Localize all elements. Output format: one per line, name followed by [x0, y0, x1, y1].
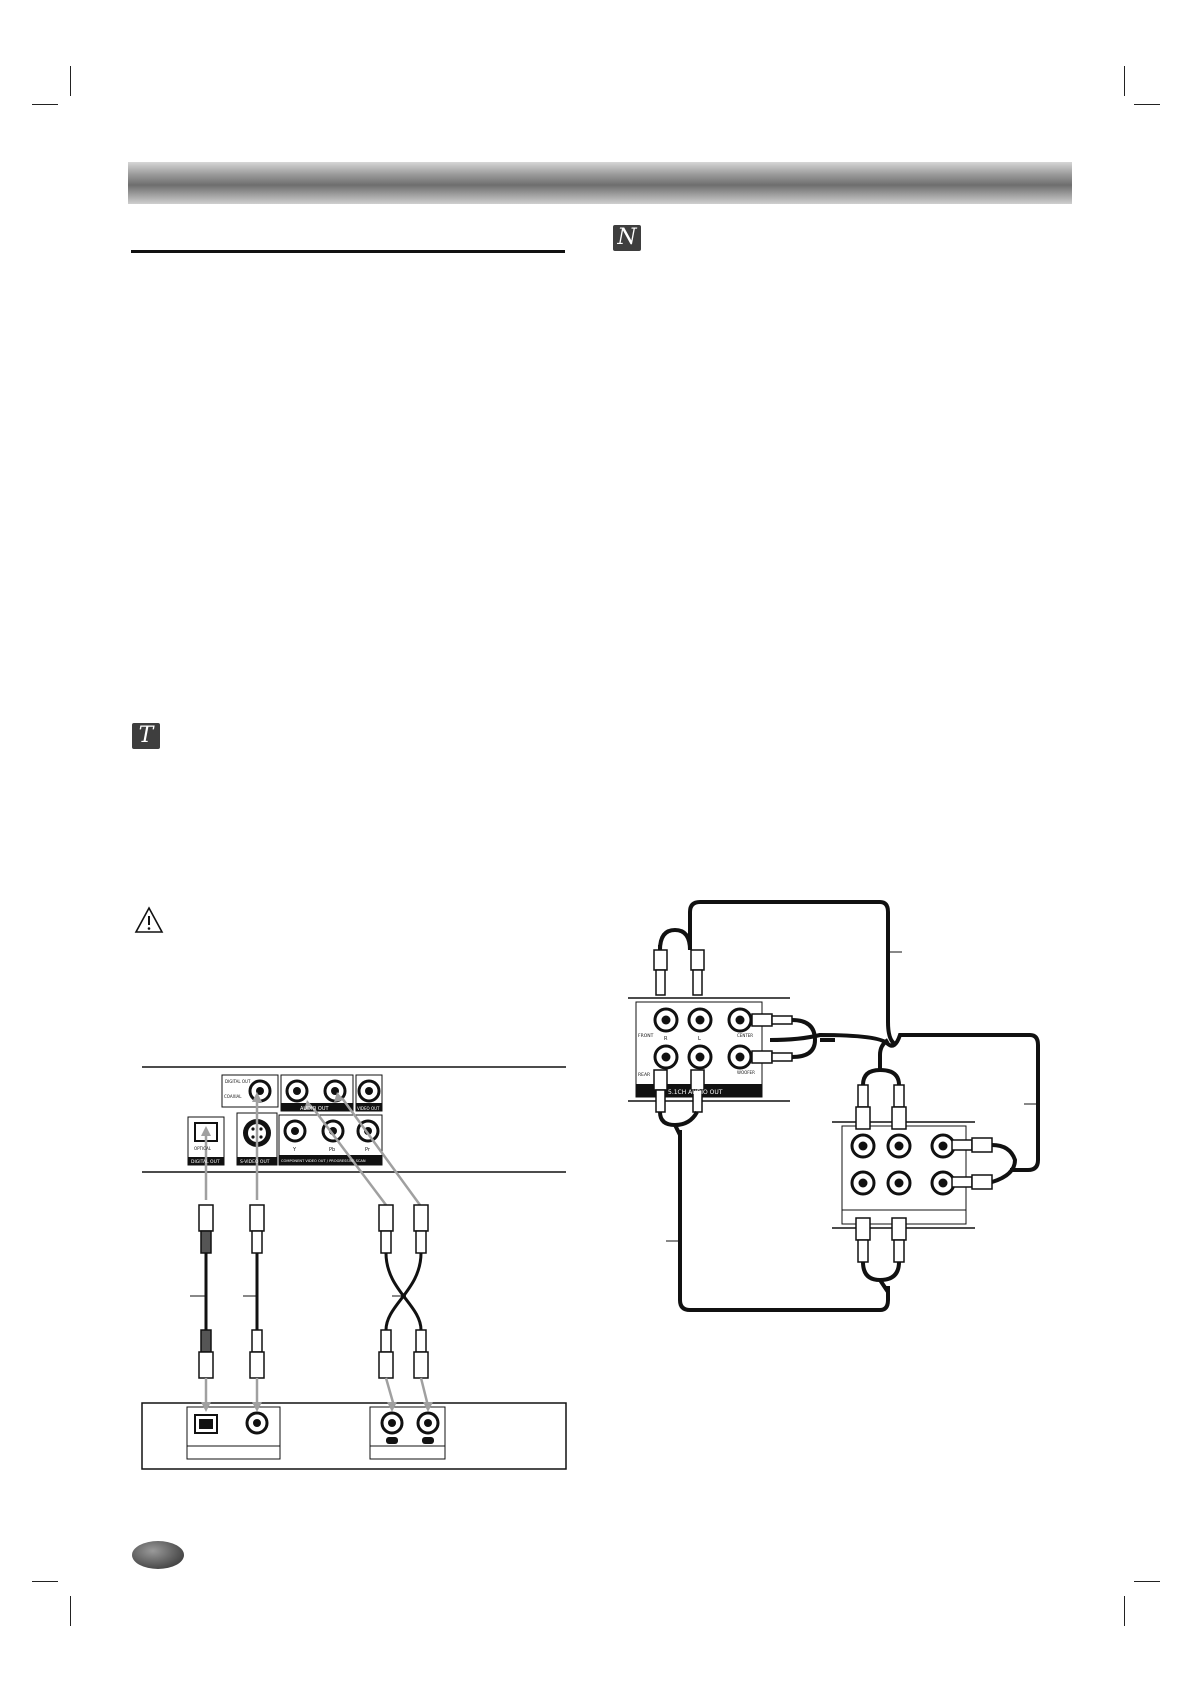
l-label: L: [698, 1036, 701, 1042]
component-out-label: COMPONENT VIDEO OUT / PROGRESSIVE SCAN: [281, 1159, 366, 1163]
audio-out-label: AUDIO OUT: [300, 1106, 330, 1112]
component-pb-label: Pb: [329, 1147, 335, 1153]
crop-mark: [1134, 1581, 1160, 1582]
s-video-out-label: S-VIDEO OUT: [240, 1159, 270, 1165]
crop-mark: [1124, 66, 1125, 96]
crop-mark: [32, 1581, 58, 1582]
tip-icon: T: [132, 723, 160, 749]
plug: [198, 1204, 429, 1254]
crop-mark: [32, 104, 58, 105]
crop-mark: [70, 1596, 71, 1626]
optical-label: OPTICAL: [194, 1146, 212, 1151]
crop-mark: [1124, 1596, 1125, 1626]
page-number-badge: [132, 1541, 184, 1569]
front-label: FRONT: [638, 1033, 654, 1039]
coaxial-label: COAXIAL: [224, 1094, 242, 1099]
r-label: R: [664, 1036, 668, 1042]
crop-mark: [70, 66, 71, 96]
section-header-bar: [128, 162, 1072, 204]
section-rule: [131, 250, 565, 253]
surround-panel-title: 5.1CH AUDIO OUT: [668, 1089, 723, 1096]
optical-out-label: DIGITAL OUT: [191, 1159, 220, 1165]
note-icon: N: [613, 225, 641, 251]
center-label: CENTER: [737, 1033, 753, 1038]
digital-audio-out-label: DIGITAL OUT: [225, 1079, 251, 1084]
video-out-label: VIDEO OUT: [357, 1106, 380, 1111]
caution-icon: [134, 906, 164, 933]
component-pr-label: Pr: [365, 1147, 371, 1153]
crop-mark: [1134, 104, 1160, 105]
woofer-label: WOOFER: [737, 1070, 755, 1075]
rear-label: REAR: [638, 1072, 650, 1078]
component-y-label: Y: [292, 1147, 297, 1153]
